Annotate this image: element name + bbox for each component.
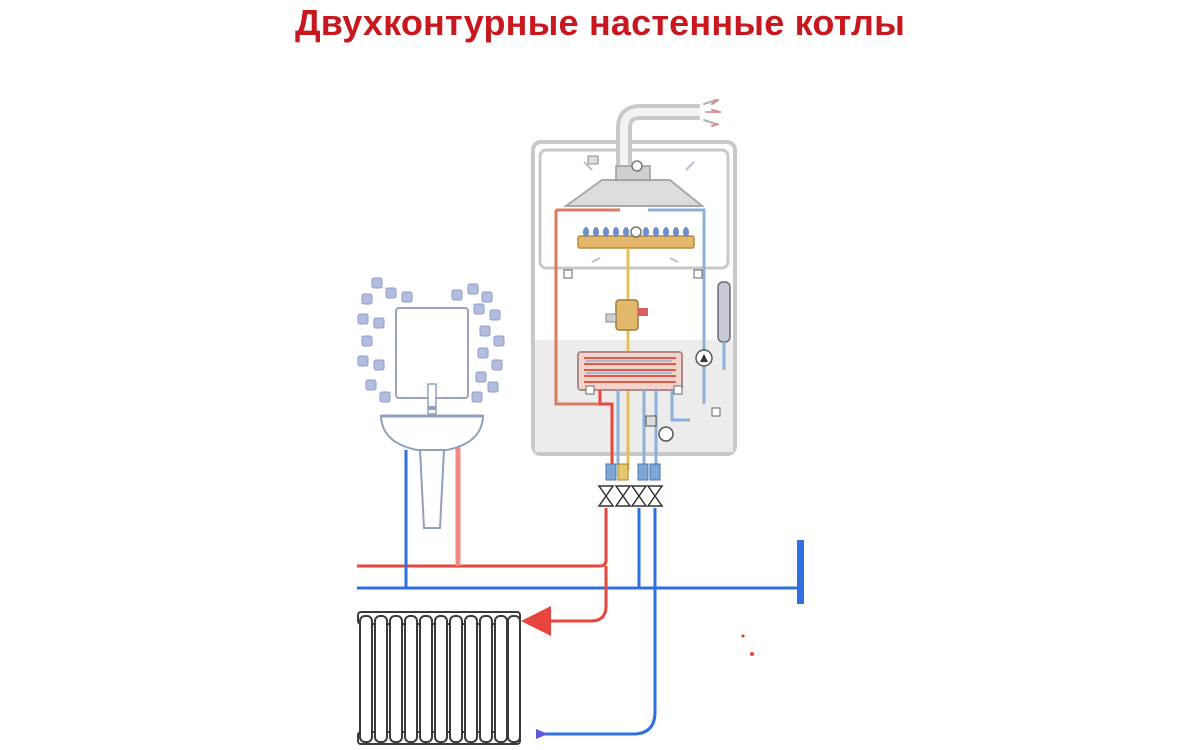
- sensor-icons: [563, 269, 721, 442]
- chimney-icon: [616, 104, 700, 165]
- dot-mark: [741, 634, 745, 638]
- page-title: Двухконтурные настенные котлы: [294, 2, 906, 43]
- pump-icon: [695, 349, 713, 367]
- air-flow-arrows-icon: [583, 161, 695, 263]
- flue-gas-arrows-icon: [703, 99, 721, 127]
- shutoff-valve-icon: [597, 485, 664, 507]
- tile-decoration-icon: [357, 277, 505, 403]
- return-arrow-icon: [536, 729, 548, 739]
- dot-mark: [750, 652, 754, 656]
- connection-stubs: [605, 463, 661, 481]
- washbasin-icon: [379, 383, 485, 529]
- hot-water-supply-pipe: [357, 508, 608, 568]
- burner-icon: [577, 226, 695, 249]
- cold-water-inlet-cap: [797, 540, 804, 604]
- fan-hood-icon: [562, 155, 705, 207]
- radiator-icon: [357, 611, 521, 745]
- plate-heat-exchanger-icon: [577, 351, 683, 391]
- expansion-vessel-icon: [717, 281, 731, 370]
- internal-piping: [598, 390, 690, 465]
- primary-heat-exchanger-icon: [554, 208, 706, 406]
- heating-flow-pipe: [521, 566, 608, 636]
- heating-return-pipe: [536, 508, 657, 736]
